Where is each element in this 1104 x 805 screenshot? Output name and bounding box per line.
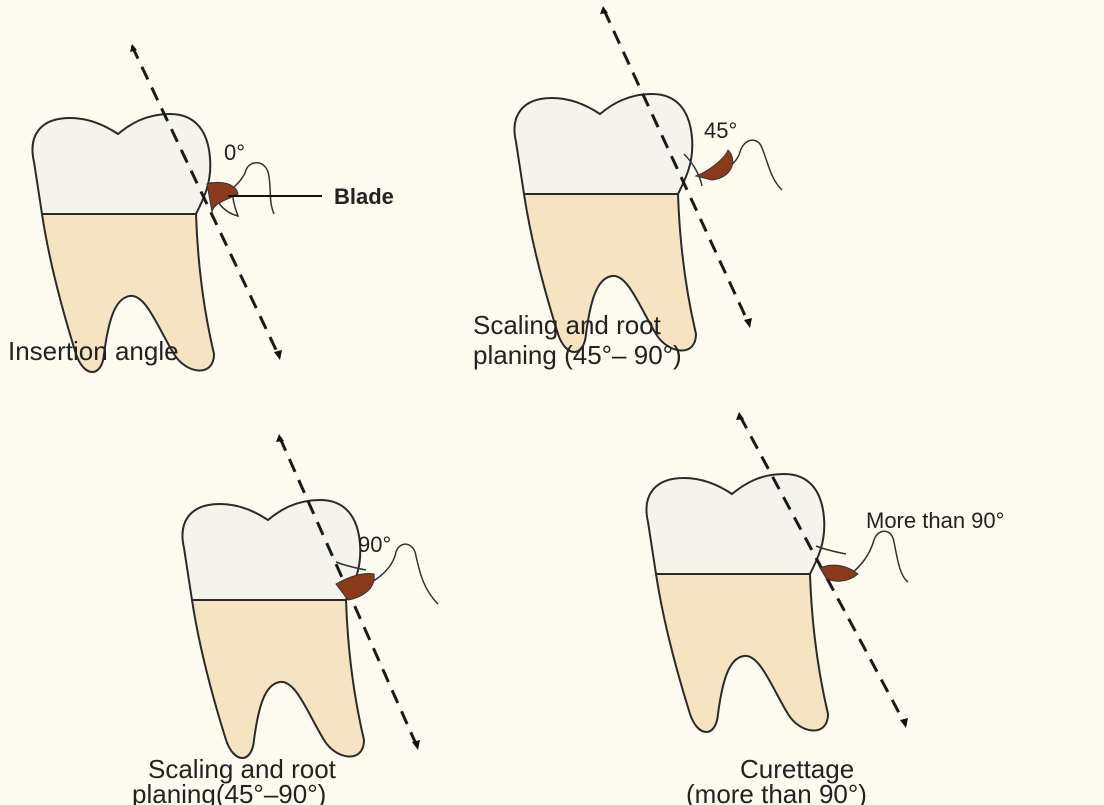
angle-label-4: More than 90° — [866, 508, 1004, 533]
arrowhead-1-top — [130, 44, 137, 52]
angle-label-1: 0° — [224, 140, 245, 165]
tooth-3 — [183, 500, 365, 758]
panel-45-degrees: 45° Scaling and root planing (45°– 90°) — [473, 6, 782, 370]
angle-label-2: 45° — [704, 118, 737, 143]
caption-3-line-2: planing(45°–90°) — [132, 779, 326, 805]
curette-blade-2 — [696, 150, 733, 180]
arrowhead-2-bottom — [744, 318, 752, 328]
tooth-1 — [33, 114, 215, 372]
panel-insertion-angle: 0° Blade Insertion angle — [8, 44, 394, 372]
panel-90-degrees: 90° Scaling and root planing(45°–90°) — [132, 434, 438, 805]
caption-2-line-2: planing (45°– 90°) — [473, 340, 682, 370]
arrowhead-3-bottom — [412, 740, 420, 750]
blade-label: Blade — [334, 184, 394, 209]
arrowhead-4-top — [736, 412, 744, 420]
arrowhead-1-bottom — [274, 350, 282, 360]
caption-2-line-1: Scaling and root — [473, 310, 662, 340]
arrowhead-3-top — [276, 434, 284, 442]
caption-4-line-2: (more than 90°) — [686, 779, 867, 805]
panel-curettage: More than 90° Curettage (more than 90°) — [647, 412, 1005, 805]
caption-1-line-1: Insertion angle — [8, 336, 179, 366]
arrowhead-4-bottom — [900, 718, 908, 728]
tooth-4 — [647, 474, 829, 732]
angle-label-3: 90° — [358, 532, 391, 557]
arrowhead-2-top — [600, 6, 608, 14]
